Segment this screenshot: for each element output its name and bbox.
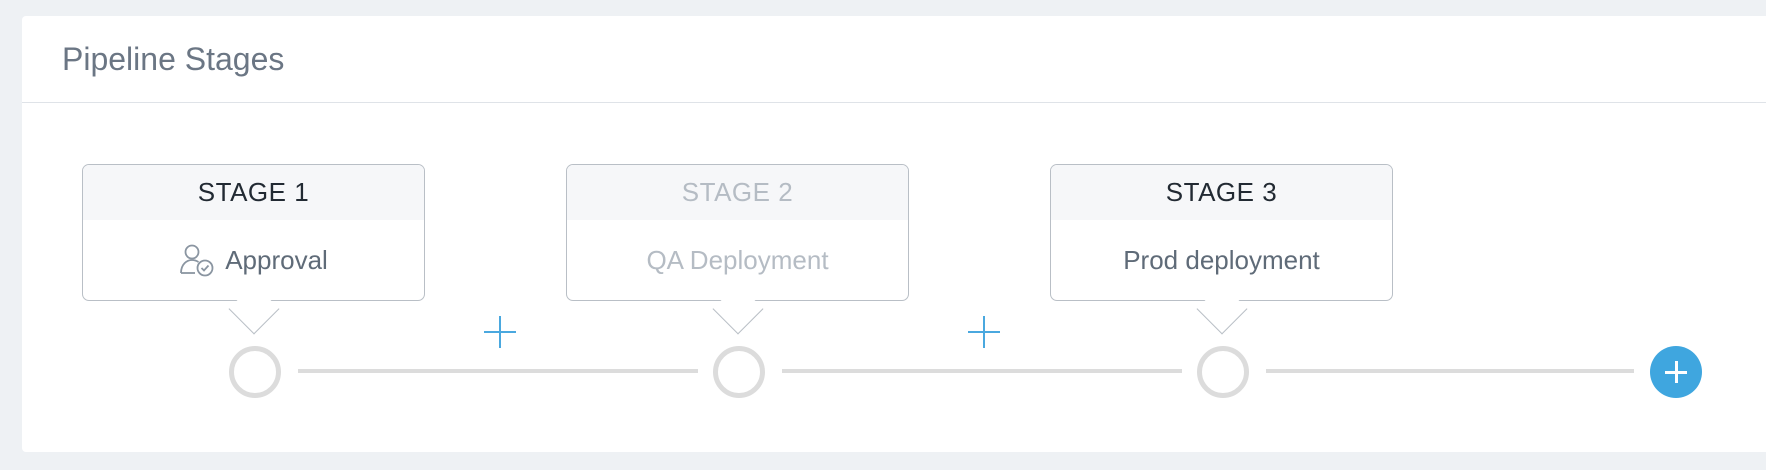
insert-stage-plus-icon[interactable] — [968, 316, 1000, 348]
stage-connector — [1266, 369, 1634, 373]
stage-label: STAGE 3 — [1051, 165, 1392, 220]
panel-header: Pipeline Stages — [22, 16, 1766, 103]
stage-label: STAGE 2 — [567, 165, 908, 220]
stage-node-2[interactable] — [713, 346, 765, 398]
stage-body: QA Deployment — [567, 220, 908, 300]
stage-card-1[interactable]: STAGE 1 Approval — [82, 164, 425, 335]
insert-stage-plus-icon[interactable] — [484, 316, 516, 348]
stage-node-1[interactable] — [229, 346, 281, 398]
user-approval-icon — [180, 244, 214, 277]
add-stage-button[interactable] — [1650, 346, 1702, 398]
page-title: Pipeline Stages — [62, 40, 285, 77]
stage-name: Approval — [225, 244, 328, 275]
stage-connector — [298, 369, 698, 373]
stage-node-3[interactable] — [1197, 346, 1249, 398]
stage-body: Approval — [83, 220, 424, 300]
stage-name: Prod deployment — [1123, 244, 1320, 275]
stage-card-2[interactable]: STAGE 2 QA Deployment — [566, 164, 909, 335]
stage-connector — [782, 369, 1182, 373]
stage-card-3[interactable]: STAGE 3 Prod deployment — [1050, 164, 1393, 335]
stage-label: STAGE 1 — [83, 165, 424, 220]
stage-name: QA Deployment — [646, 244, 829, 275]
stage-body: Prod deployment — [1051, 220, 1392, 300]
